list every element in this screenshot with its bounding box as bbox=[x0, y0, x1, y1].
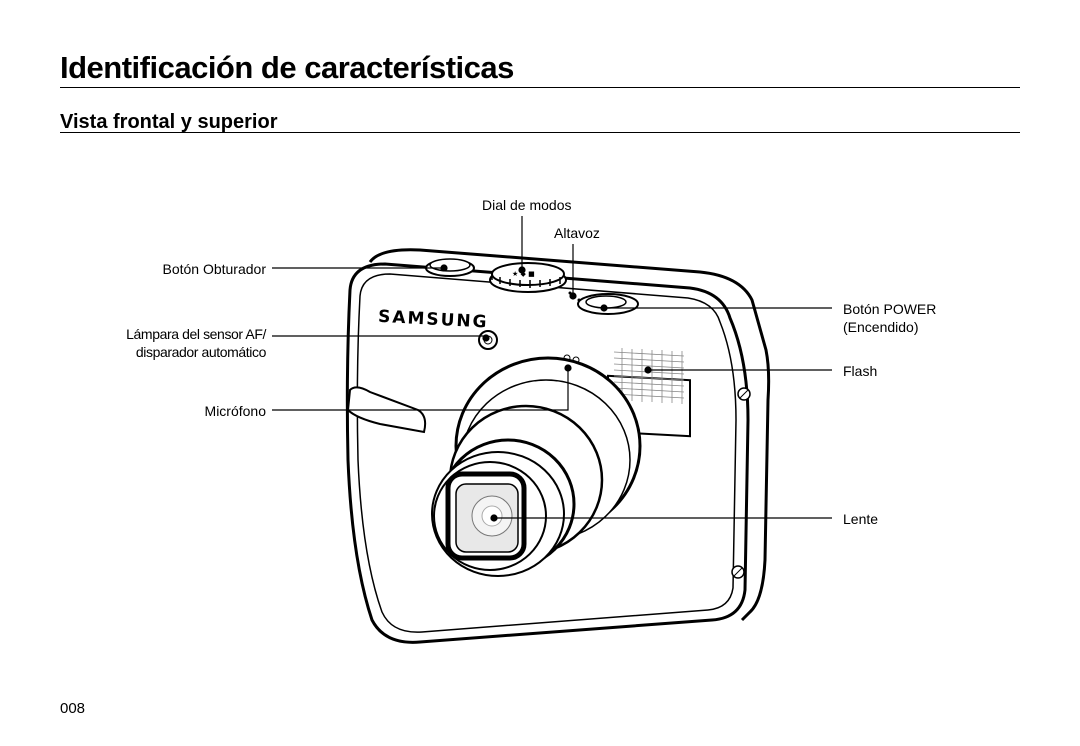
callout-power-line2: (Encendido) bbox=[843, 319, 919, 335]
callout-microphone: Micrófono bbox=[204, 403, 266, 419]
callout-af-lamp-line1: Lámpara del sensor AF/ bbox=[126, 326, 266, 342]
callout-speaker: Altavoz bbox=[554, 225, 600, 241]
callout-af-lamp-line2: disparador automático bbox=[135, 344, 267, 360]
page-title: Identificación de características bbox=[60, 50, 514, 85]
callout-lens: Lente bbox=[843, 511, 879, 527]
callout-shutter: Botón Obturador bbox=[162, 261, 266, 277]
title-divider bbox=[60, 87, 1020, 88]
page-number: 008 bbox=[60, 700, 86, 717]
callout-power-line1: Botón POWER bbox=[843, 301, 937, 317]
section-title: Vista frontal y superior bbox=[60, 111, 278, 133]
svg-text:★ ◆ ■: ★ ◆ ■ bbox=[512, 270, 535, 278]
callout-flash: Flash bbox=[843, 363, 878, 379]
section-divider bbox=[60, 132, 1020, 133]
callout-dial: Dial de modos bbox=[482, 197, 572, 213]
